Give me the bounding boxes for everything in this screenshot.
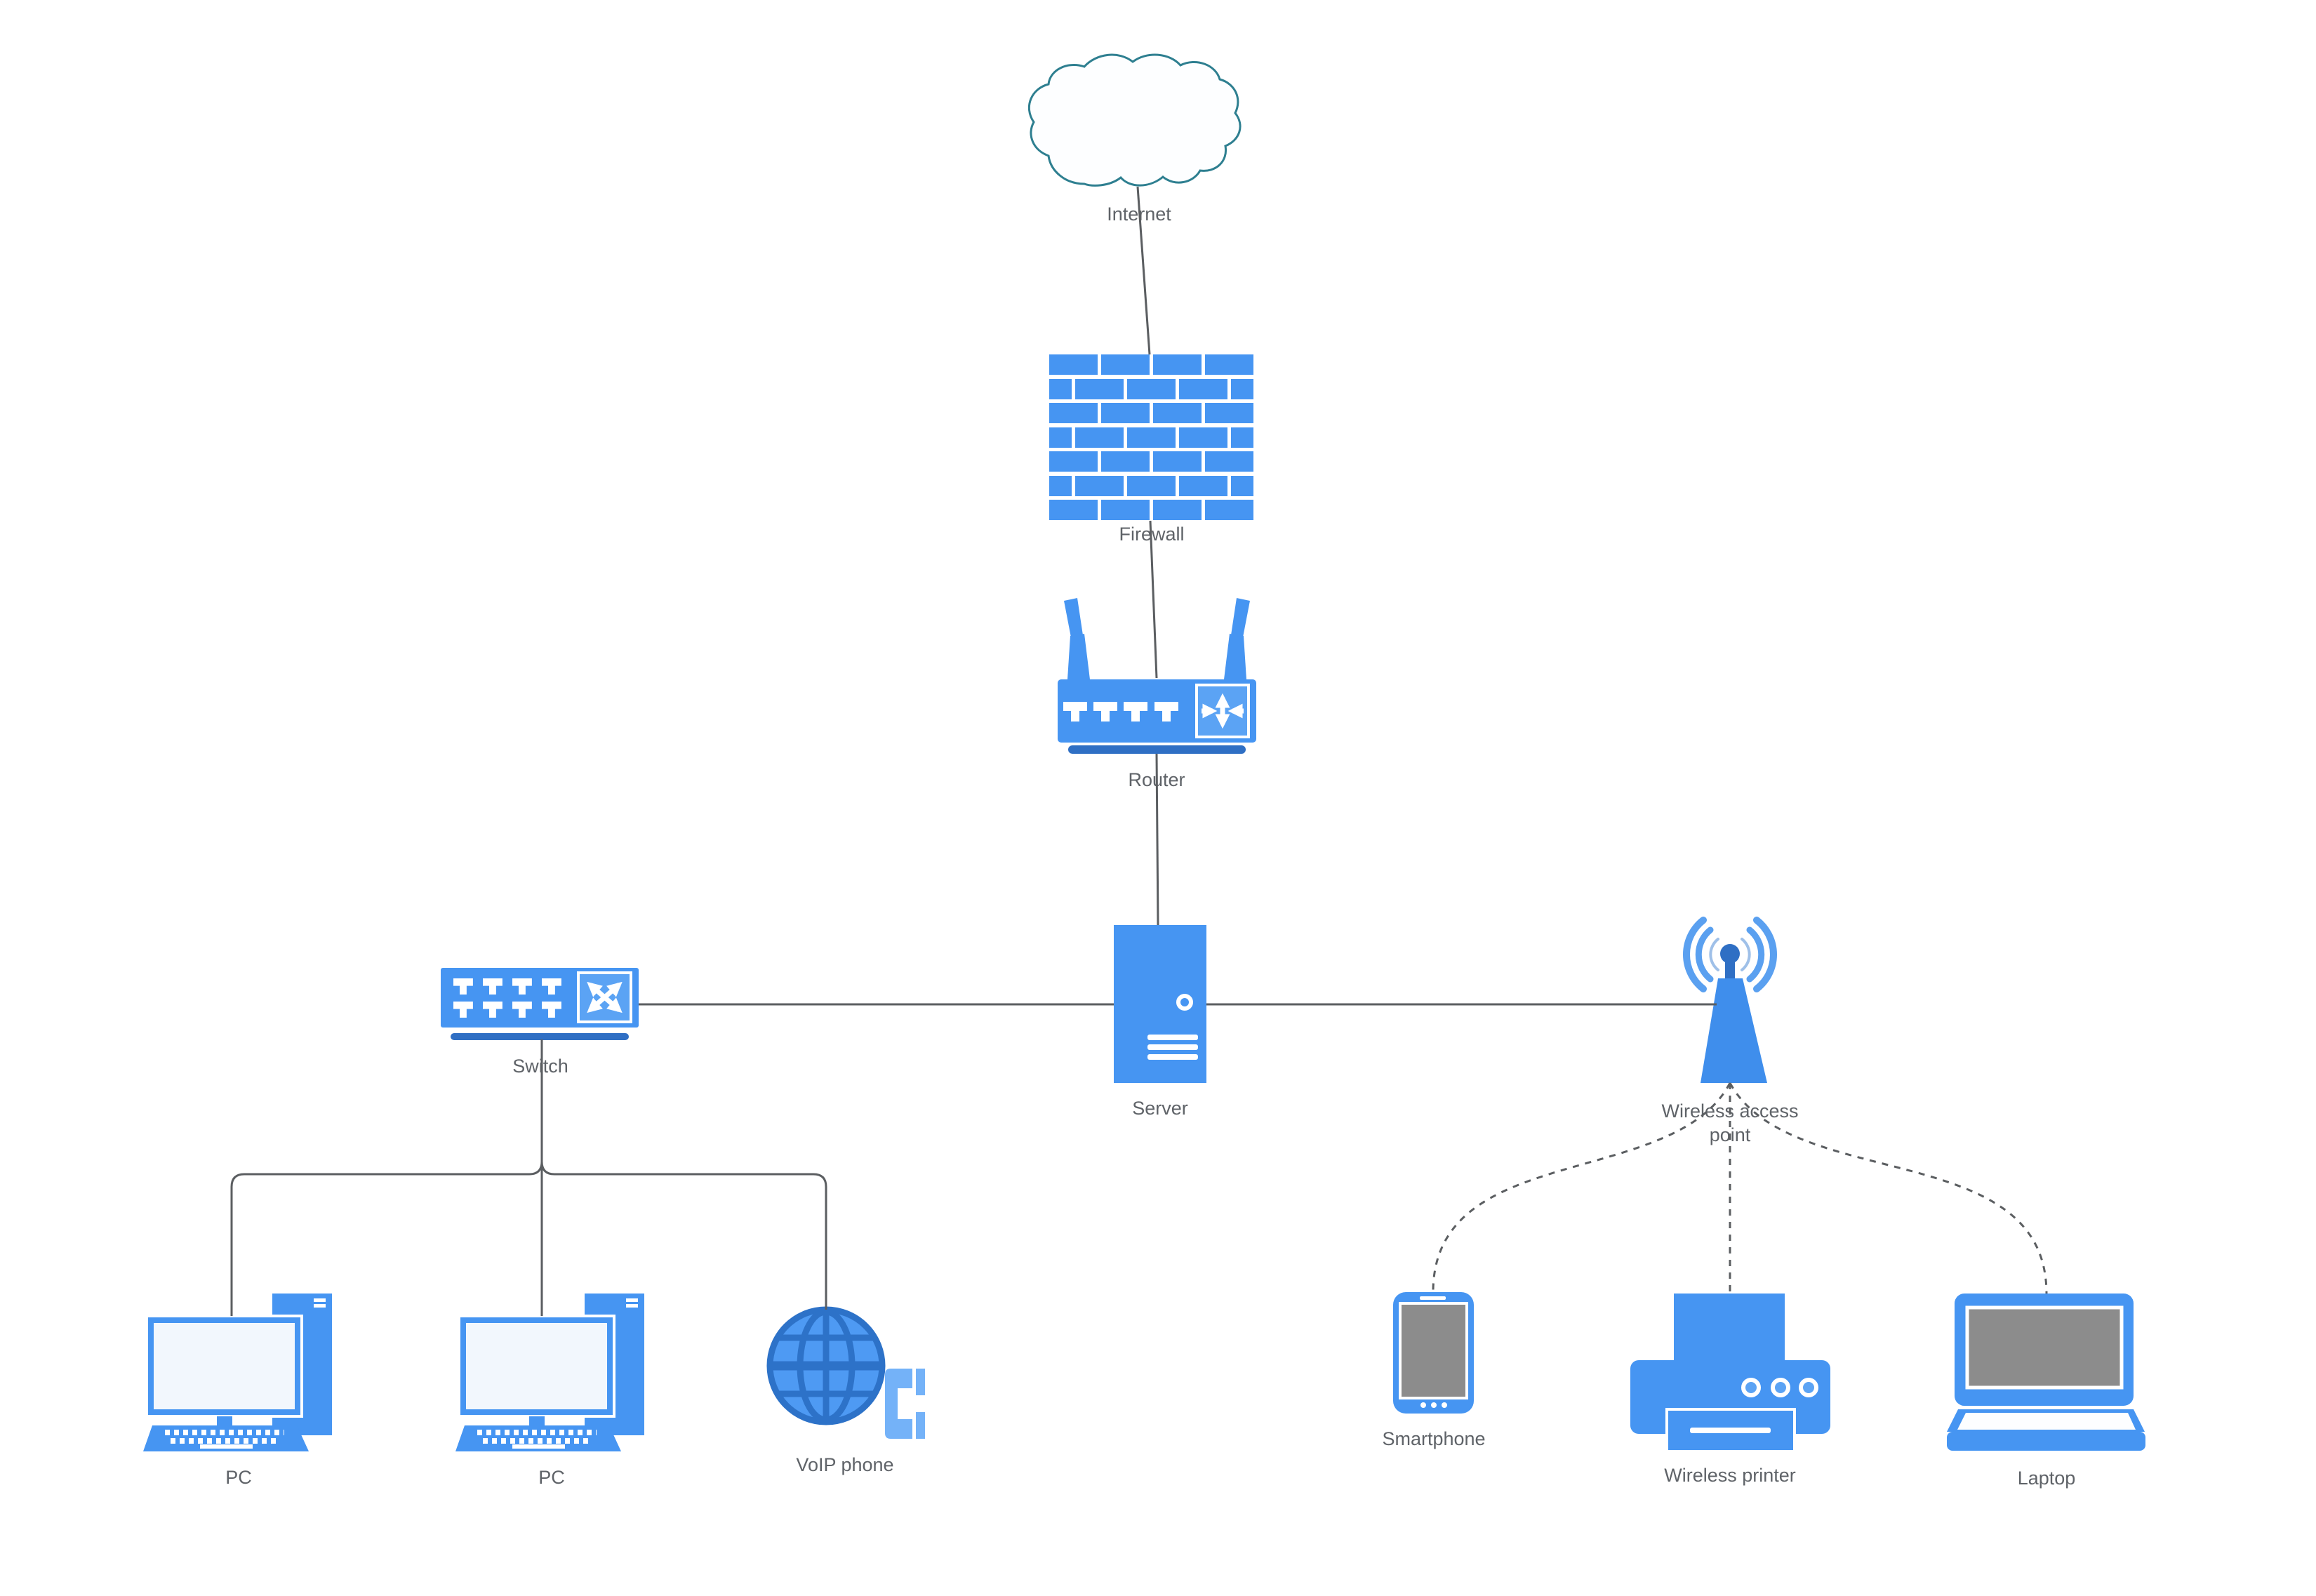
- label-laptop: Laptop: [2017, 1468, 2076, 1489]
- pc-icon[interactable]: [455, 1294, 644, 1451]
- edge-router-server[interactable]: [1155, 753, 1159, 926]
- label-switch: Switch: [512, 1056, 568, 1077]
- label-server: Server: [1132, 1098, 1188, 1119]
- label-wireless-printer: Wireless printer: [1664, 1465, 1796, 1486]
- edge-switch-voip[interactable]: [540, 1161, 827, 1310]
- server-icon[interactable]: [1114, 925, 1206, 1083]
- edge-wap-smartphone[interactable]: [1432, 1082, 1731, 1293]
- label-pc-2: PC: [538, 1467, 565, 1488]
- cloud-icon[interactable]: [1027, 53, 1242, 187]
- edge-internet-firewall[interactable]: [1136, 186, 1151, 355]
- firewall-icon[interactable]: [1049, 354, 1253, 520]
- router-icon[interactable]: [1058, 598, 1256, 754]
- printer-icon[interactable]: [1630, 1294, 1830, 1453]
- edge-wap-laptop[interactable]: [1729, 1082, 2048, 1294]
- wireless-access-point-icon[interactable]: [1682, 917, 1778, 1083]
- voip-phone-icon[interactable]: [766, 1306, 925, 1439]
- label-pc-1: PC: [225, 1467, 252, 1488]
- server-power-led: [1176, 994, 1193, 1011]
- pc-icon[interactable]: [143, 1294, 332, 1451]
- laptop-icon[interactable]: [1947, 1294, 2145, 1451]
- label-smartphone: Smartphone: [1382, 1428, 1486, 1449]
- smartphone-icon[interactable]: [1393, 1292, 1474, 1414]
- switch-icon[interactable]: [441, 968, 639, 1040]
- edge-firewall-router[interactable]: [1149, 520, 1158, 679]
- handset-icon: [885, 1369, 912, 1439]
- label-voip-phone: VoIP phone: [796, 1454, 894, 1475]
- edge-switch-pc1[interactable]: [230, 1039, 543, 1316]
